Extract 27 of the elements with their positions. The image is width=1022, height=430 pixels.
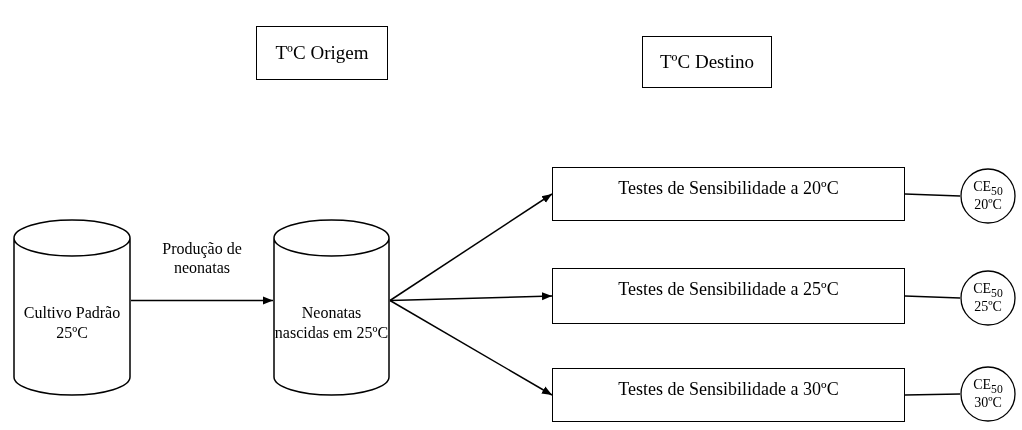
cylinder bbox=[13, 220, 131, 395]
arrow bbox=[130, 296, 274, 305]
node-label: CE$_{50}$ 30ºC bbox=[972, 377, 1004, 411]
node-label: Testes de Sensibilidade a 20ºC bbox=[618, 178, 839, 200]
arrow bbox=[389, 292, 553, 302]
connector-line bbox=[904, 393, 961, 396]
cylinder bbox=[273, 220, 390, 395]
result-circle bbox=[960, 168, 1016, 224]
node-label: Testes de Sensibilidade a 25ºC bbox=[618, 279, 839, 301]
node-label: CE$_{50}$ 20ºC bbox=[972, 179, 1004, 213]
node-label: Neonatas nascidas em 25ºC bbox=[273, 303, 390, 342]
result-circle bbox=[960, 270, 1016, 326]
process-box bbox=[552, 368, 905, 422]
process-box bbox=[552, 268, 905, 324]
result-circle bbox=[960, 366, 1016, 422]
node-label: TºC Origem bbox=[275, 41, 369, 65]
node-label: TºC Destino bbox=[660, 50, 754, 74]
node-label: Cultivo Padrão 25ºC bbox=[22, 303, 122, 342]
arrow bbox=[389, 193, 553, 302]
process-box bbox=[552, 167, 905, 221]
connector-line bbox=[904, 295, 961, 299]
arrow bbox=[389, 299, 553, 396]
node-label: CE$_{50}$ 25ºC bbox=[972, 281, 1004, 315]
node-label: Testes de Sensibilidade a 30ºC bbox=[618, 379, 839, 401]
connector-line bbox=[904, 193, 961, 197]
title-box bbox=[256, 26, 388, 80]
title-box bbox=[642, 36, 772, 88]
